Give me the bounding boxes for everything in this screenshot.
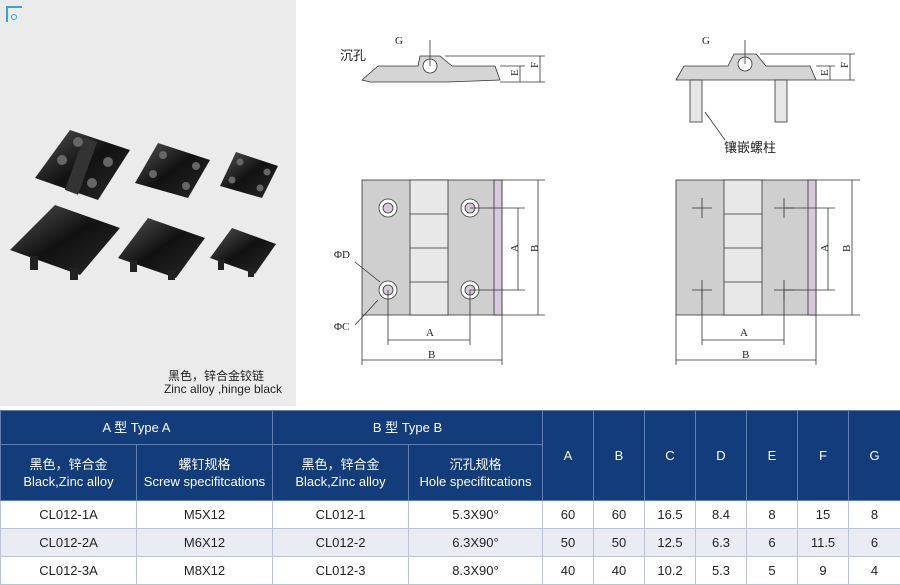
cell: CL012-2 bbox=[273, 529, 409, 557]
header-type-b: B 型 Type B bbox=[273, 411, 543, 445]
cell: 60 bbox=[543, 501, 594, 529]
label-c: ΦC bbox=[334, 321, 349, 333]
label-d: ΦD bbox=[334, 249, 350, 261]
cell: 8 bbox=[849, 501, 900, 529]
label-f-left: F bbox=[529, 62, 541, 68]
label-f-right: F bbox=[839, 62, 851, 68]
label-a-left-h: A bbox=[426, 327, 434, 339]
cell: CL012-3 bbox=[273, 557, 409, 585]
table-row: CL012-3A M8X12 CL012-3 8.3X90° 40 40 10.… bbox=[1, 557, 900, 585]
label-chenkong: 沉孔 bbox=[340, 48, 366, 63]
cell: 6.3X90° bbox=[409, 529, 543, 557]
header-dim-e: E bbox=[747, 411, 798, 501]
label-g-left: G bbox=[395, 35, 403, 47]
cell: 12.5 bbox=[645, 529, 696, 557]
cell: CL012-2A bbox=[1, 529, 137, 557]
hinge-large-b-icon bbox=[10, 205, 120, 280]
cell: 50 bbox=[543, 529, 594, 557]
cell: 9 bbox=[798, 557, 849, 585]
header-dim-g: G bbox=[849, 411, 900, 501]
cell: 60 bbox=[594, 501, 645, 529]
cell: 40 bbox=[543, 557, 594, 585]
cell: 50 bbox=[594, 529, 645, 557]
table-row: CL012-2A M6X12 CL012-2 6.3X90° 50 50 12.… bbox=[1, 529, 900, 557]
cell: M6X12 bbox=[137, 529, 273, 557]
type-b-side-view bbox=[676, 40, 855, 140]
hinge-photo-illustration bbox=[0, 0, 296, 406]
photo-caption-en: Zinc alloy ,hinge black bbox=[164, 382, 296, 396]
hinge-medium-b-icon bbox=[118, 218, 205, 280]
hinge-large-a-icon bbox=[35, 130, 130, 200]
header-dim-d: D bbox=[696, 411, 747, 501]
hinge-small-b-icon bbox=[210, 228, 276, 277]
product-photo: 黑色，锌合金铰链 Zinc alloy ,hinge black bbox=[0, 0, 296, 406]
cell: 5 bbox=[747, 557, 798, 585]
header-type-a: A 型 Type A bbox=[1, 411, 273, 445]
cell: 11.5 bbox=[798, 529, 849, 557]
technical-drawing: G 沉孔 E F G 镶嵌螺柱 E F bbox=[296, 0, 900, 410]
cell: 8 bbox=[747, 501, 798, 529]
label-a-right-v: A bbox=[819, 244, 831, 252]
cell: 8.4 bbox=[696, 501, 747, 529]
cell: 10.2 bbox=[645, 557, 696, 585]
cell: 6.3 bbox=[696, 529, 747, 557]
type-a-front-view bbox=[355, 180, 545, 365]
type-b-front-view bbox=[676, 180, 860, 365]
label-e-left: E bbox=[509, 69, 521, 76]
spec-table: A 型 Type A B 型 Type B A B C D E F G 黑色，锌… bbox=[0, 410, 900, 585]
label-g-right: G bbox=[702, 35, 710, 47]
label-b-right-v: B bbox=[841, 245, 853, 252]
label-b-left-h: B bbox=[428, 349, 435, 361]
cell: 6 bbox=[747, 529, 798, 557]
cell: 4 bbox=[849, 557, 900, 585]
label-a-right-h: A bbox=[740, 327, 748, 339]
header-dim-a: A bbox=[543, 411, 594, 501]
cell: 15 bbox=[798, 501, 849, 529]
cell: M5X12 bbox=[137, 501, 273, 529]
cell: 5.3 bbox=[696, 557, 747, 585]
cell: M8X12 bbox=[137, 557, 273, 585]
cell: CL012-1A bbox=[1, 501, 137, 529]
header-dim-b: B bbox=[594, 411, 645, 501]
cell: 8.3X90° bbox=[409, 557, 543, 585]
corner-mark-icon bbox=[6, 6, 22, 22]
label-b-left-v: B bbox=[529, 245, 541, 252]
hinge-small-a-icon bbox=[220, 152, 278, 198]
cell: 5.3X90° bbox=[409, 501, 543, 529]
label-a-left-v: A bbox=[509, 244, 521, 252]
cell: 40 bbox=[594, 557, 645, 585]
header-dim-c: C bbox=[645, 411, 696, 501]
cell: 6 bbox=[849, 529, 900, 557]
header-dim-f: F bbox=[798, 411, 849, 501]
label-e-right: E bbox=[819, 69, 831, 76]
table-row: CL012-1A M5X12 CL012-1 5.3X90° 60 60 16.… bbox=[1, 501, 900, 529]
cell: CL012-3A bbox=[1, 557, 137, 585]
hinge-medium-a-icon bbox=[135, 143, 210, 198]
label-b-right-h: B bbox=[742, 349, 749, 361]
cell: CL012-1 bbox=[273, 501, 409, 529]
label-xiangqian: 镶嵌螺柱 bbox=[724, 140, 776, 155]
cell: 16.5 bbox=[645, 501, 696, 529]
